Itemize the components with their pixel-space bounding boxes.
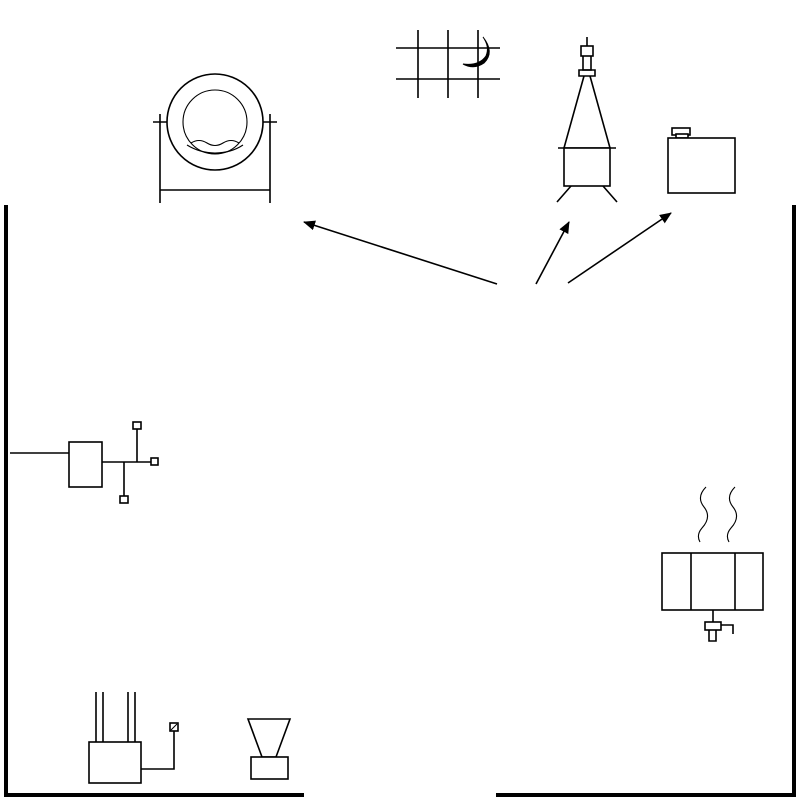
control-box-icon: [10, 421, 159, 504]
arrow-to-cyclone-hopper: [535, 221, 570, 285]
arrow-to-drum-mixer: [303, 220, 498, 285]
funnel-feeder-icon: [246, 718, 292, 780]
grid-moon-icon: [396, 30, 500, 98]
steam-heater-icon: [661, 486, 764, 642]
drum-mixer-icon: [153, 73, 277, 203]
arrows: [303, 212, 672, 285]
arrow-to-tank: [567, 212, 672, 284]
room-walls: [4, 205, 796, 797]
twin-column-unit-icon: [88, 692, 179, 784]
tank-icon: [667, 127, 736, 194]
cyclone-hopper-icon: [556, 37, 618, 203]
